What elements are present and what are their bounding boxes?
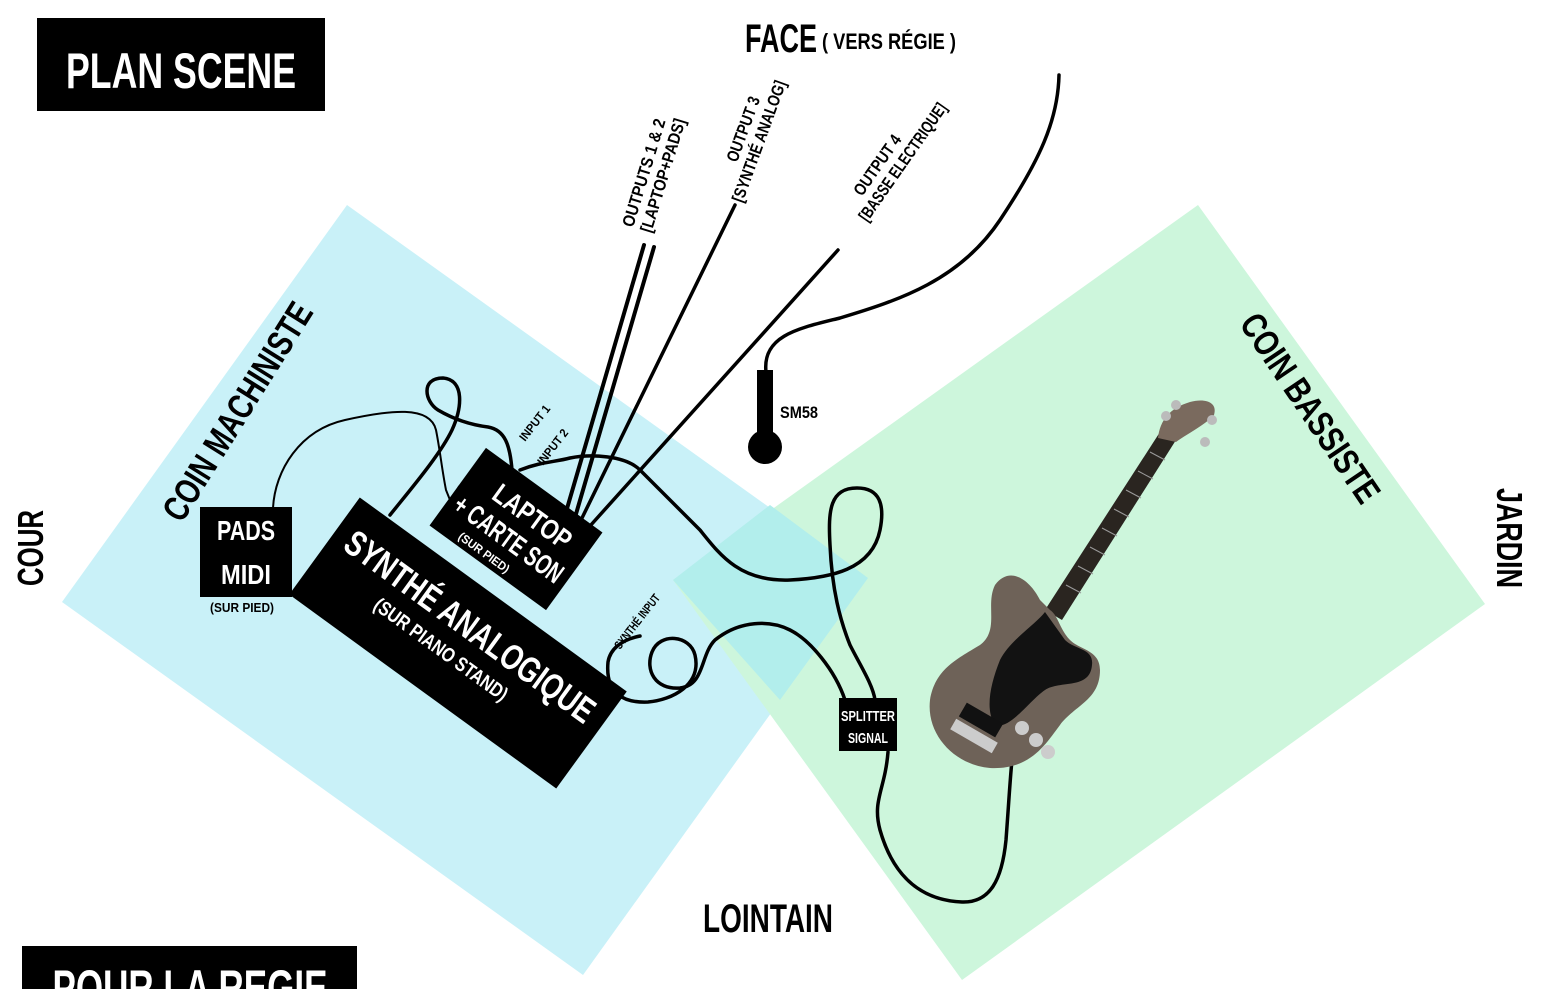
mic-label: SM58 bbox=[780, 403, 818, 422]
microphone-sm58-icon bbox=[748, 370, 782, 464]
page-title: PLAN SCENE bbox=[66, 43, 296, 99]
pads-label: PADS bbox=[217, 515, 275, 546]
lointain-label: LOINTAIN bbox=[703, 897, 833, 941]
cour-label: COUR bbox=[10, 510, 51, 586]
cable-mic bbox=[766, 75, 1059, 372]
output-4-label: OUTPUT 4 [BASSE ELECTRIQUE] bbox=[839, 88, 950, 224]
pads-note: (SUR PIED) bbox=[210, 600, 274, 615]
outputs-1-2-label: OUTPUTS 1 & 2 [LAPTOP+PADS] bbox=[619, 111, 690, 235]
jardin-label: JARDIN bbox=[1489, 488, 1530, 588]
output-3-label: OUTPUT 3 [SYNTHÉ ANALOG] bbox=[711, 71, 790, 204]
midi-label: MIDI bbox=[221, 559, 271, 590]
face-label: FACE bbox=[745, 17, 817, 61]
pads-midi-box: PADS MIDI bbox=[200, 507, 292, 597]
splitter-label: SPLITTER bbox=[841, 708, 895, 725]
face-sub-label: ( VERS RÉGIE ) bbox=[822, 29, 956, 54]
signal-label: SIGNAL bbox=[848, 730, 888, 747]
splitter-box: SPLITTER SIGNAL bbox=[839, 698, 897, 751]
footer-title: POUR LA REGIE bbox=[53, 960, 328, 989]
